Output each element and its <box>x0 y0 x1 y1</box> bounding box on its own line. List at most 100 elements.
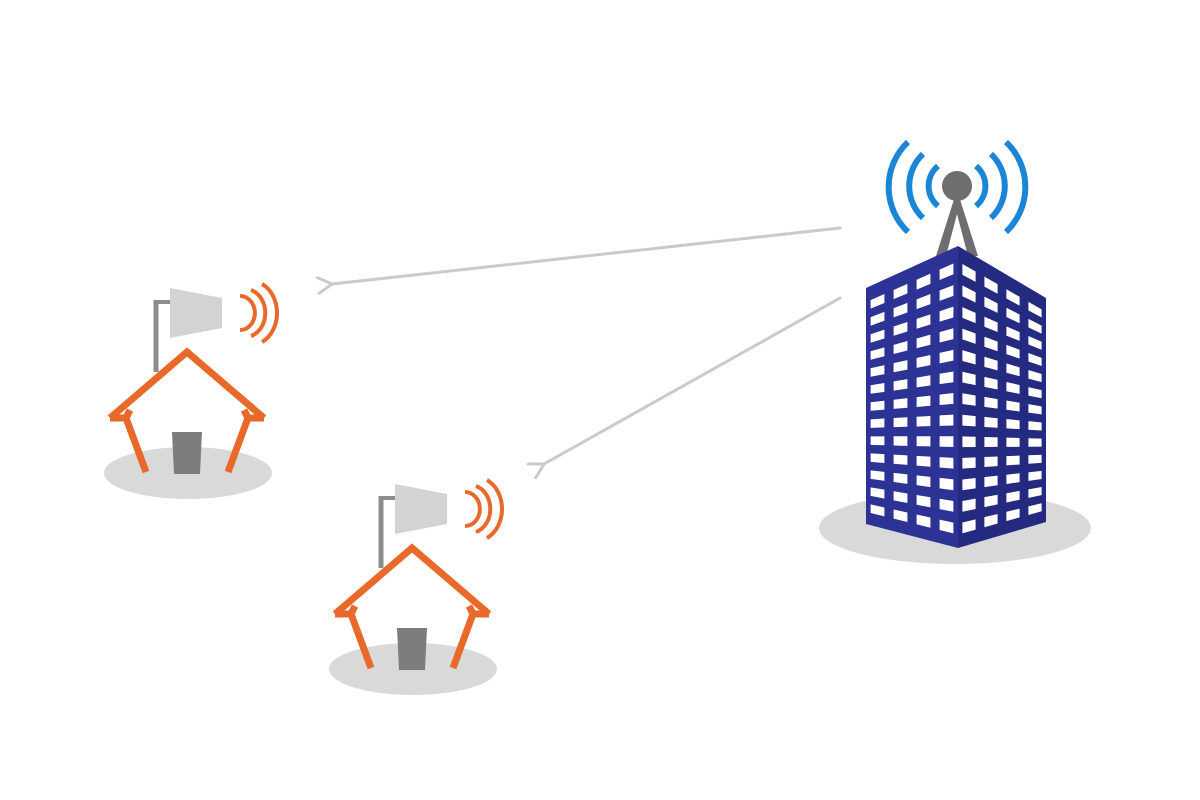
building-window <box>962 436 976 448</box>
building-window <box>962 519 976 534</box>
building-window <box>984 513 998 528</box>
building-window <box>984 276 998 294</box>
building-window <box>1006 437 1020 447</box>
building-window <box>939 285 954 301</box>
directional-antenna-icon <box>170 288 222 338</box>
building-window <box>870 504 885 517</box>
building-window <box>939 519 954 534</box>
building-window <box>962 393 976 406</box>
building-window <box>984 396 998 409</box>
building-window <box>916 294 931 310</box>
building-window <box>1006 363 1020 377</box>
building-window <box>1028 470 1042 481</box>
building-window <box>962 371 976 386</box>
building-window <box>1028 404 1042 415</box>
building-window <box>962 498 976 512</box>
building-window <box>939 306 954 322</box>
building-window <box>870 311 885 326</box>
building-window <box>916 395 931 407</box>
building-window <box>893 491 908 503</box>
building-window <box>916 455 931 467</box>
building-window <box>984 356 998 371</box>
building-window <box>870 294 885 309</box>
building-window <box>870 470 885 481</box>
building-window <box>916 314 931 329</box>
building-window <box>1006 326 1020 341</box>
building-window <box>939 414 954 426</box>
building-window <box>939 393 954 406</box>
building-window <box>939 371 954 385</box>
house-1-roof-walls <box>107 347 267 421</box>
building-window <box>916 436 931 447</box>
building-window <box>984 316 998 333</box>
building-window <box>962 478 976 491</box>
house-1-door <box>172 432 202 474</box>
building-window <box>1006 381 1020 394</box>
building-window <box>962 285 976 303</box>
building-window <box>939 263 954 281</box>
building-window <box>893 472 908 484</box>
building-window <box>870 436 885 446</box>
building-window <box>916 415 931 427</box>
building-window <box>939 477 954 491</box>
building-side-face <box>958 246 1046 548</box>
tower-signal-waves-right <box>973 139 1029 235</box>
building-window <box>916 475 931 488</box>
building-window <box>893 283 908 300</box>
house-2-signal-waves <box>464 478 505 540</box>
building-window <box>916 494 931 508</box>
building-window <box>984 475 998 488</box>
building-window <box>916 273 931 290</box>
building-window <box>893 509 908 523</box>
building-window <box>1028 454 1042 464</box>
building-window <box>1006 400 1020 412</box>
building-window <box>893 321 908 336</box>
building-window <box>939 457 954 469</box>
building-window <box>870 329 885 343</box>
building-window <box>1028 387 1042 399</box>
house-2-door <box>397 628 427 670</box>
building-window <box>1028 335 1042 350</box>
building-window <box>984 376 998 390</box>
building-window <box>916 334 931 349</box>
signal-links <box>332 226 842 464</box>
building-window <box>1028 438 1042 447</box>
building-window <box>962 307 976 324</box>
building-window <box>870 347 885 360</box>
building-window <box>1028 301 1042 318</box>
building-window <box>1028 353 1042 366</box>
tower-signal-waves-left <box>885 139 941 235</box>
building-window <box>962 457 976 469</box>
building-window <box>962 350 976 365</box>
building-window <box>893 302 908 318</box>
link-arrow-house-1 <box>332 226 842 284</box>
house-icon <box>104 282 280 499</box>
building-window <box>1028 318 1042 334</box>
building-window <box>939 328 954 343</box>
building-window <box>939 436 954 448</box>
building-window <box>1006 473 1020 484</box>
building-window <box>984 494 998 508</box>
building-window <box>984 336 998 352</box>
house-icon <box>329 478 505 695</box>
office-building-icon <box>819 139 1091 564</box>
building-window <box>962 328 976 344</box>
building-window <box>916 514 931 528</box>
building-window <box>984 416 998 428</box>
building-window <box>939 498 954 512</box>
building-window <box>893 341 908 354</box>
building-window <box>962 263 976 282</box>
building-window <box>870 453 885 463</box>
building-window <box>893 454 908 465</box>
building-window <box>1028 503 1042 515</box>
building-window <box>984 296 998 313</box>
building-window <box>893 417 908 428</box>
directional-antenna-icon <box>395 484 447 534</box>
building-front-face <box>866 246 958 548</box>
building-window <box>893 398 908 409</box>
building-window <box>984 436 998 448</box>
building-window <box>870 487 885 499</box>
cell-tower-icon <box>885 139 1029 256</box>
building-window <box>870 365 885 377</box>
